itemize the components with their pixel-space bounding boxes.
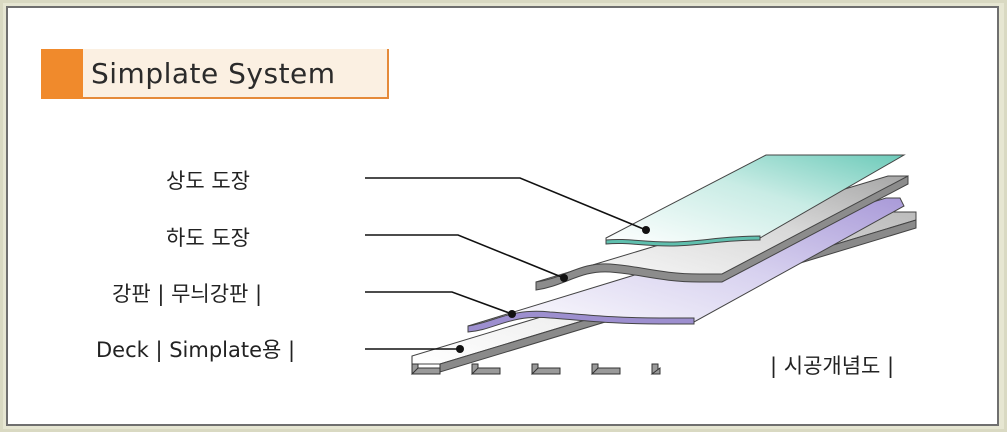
topcoat-layer [605,154,906,247]
dot-primer [560,274,568,282]
title-accent-bar [41,49,83,99]
layer-label-steel-plate: 강판 | 무늬강판 | [112,282,263,306]
diagram-caption: | 시공개념도 | [770,354,895,378]
leader-lines [365,177,647,350]
dot-topcoat [642,226,650,234]
deck-ribs [410,363,661,375]
leader-dots [456,226,650,353]
dot-steel-plate [508,310,516,318]
dot-deck [456,345,464,353]
layer-label-topcoat: 상도 도장 [166,169,250,193]
layer-label-primer: 하도 도장 [166,226,250,250]
leader-topcoat [365,177,647,231]
title-block: Simplate System [41,49,391,99]
title-box: Simplate System [83,49,389,99]
leader-steel-plate [365,291,513,315]
page-title: Simplate System [91,56,336,90]
leader-primer [365,234,565,279]
layer-label-deck: Deck | Simplate용 | [96,338,296,362]
